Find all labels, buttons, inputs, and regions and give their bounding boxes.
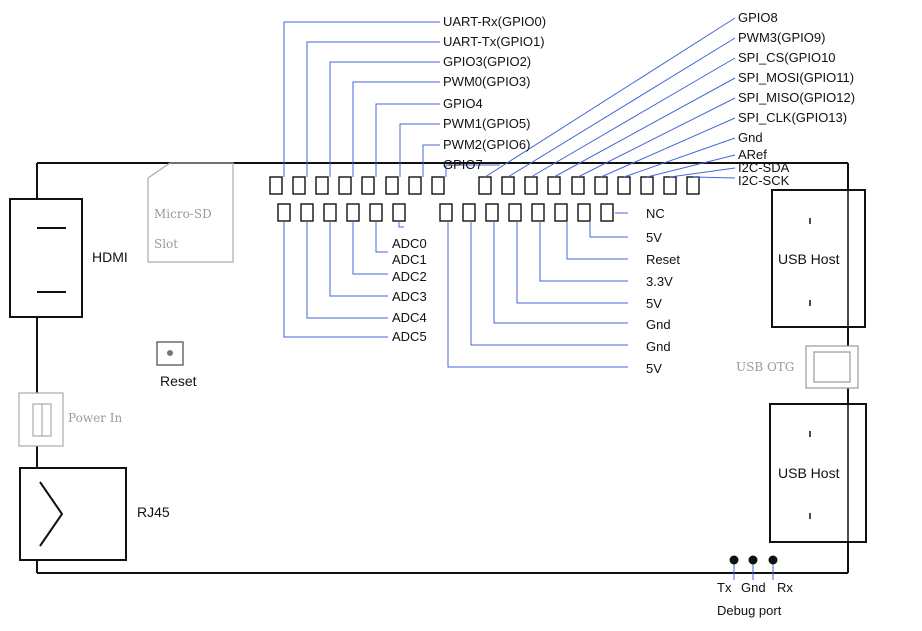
pin-label-gpio1: UART-Tx(GPIO1) <box>443 34 545 49</box>
debug-gnd-label: Gnd <box>741 580 766 595</box>
pin-label-adc4: ADC4 <box>392 310 427 325</box>
pin-label-gpio13: SPI_CLK(GPIO13) <box>738 110 848 125</box>
pin-label-reset: Reset <box>646 252 680 267</box>
rj45-connector <box>19 467 127 561</box>
hdmi-connector <box>9 198 83 318</box>
pin-label-gpio7: GPIO7 <box>443 157 483 172</box>
microsd-label-line1: Micro-SD <box>154 207 212 221</box>
pin-label-gpio3: PWM0(GPIO3) <box>443 74 531 89</box>
pin-label-adc1: ADC1 <box>392 252 427 267</box>
power-in-label: Power In <box>68 411 123 425</box>
pin-label-5v-a: 5V <box>646 230 662 245</box>
digital-header-left <box>269 176 445 195</box>
pin-label-adc2: ADC2 <box>392 269 427 284</box>
pin-label-3v3: 3.3V <box>646 274 673 289</box>
pin-label-gpio9: PWM3(GPIO9) <box>738 30 826 45</box>
usb-host-top-connector <box>771 189 866 328</box>
pin-label-adc5: ADC5 <box>392 329 427 344</box>
pin-label-i2c-sck: I2C-SCK <box>738 173 790 188</box>
pin-label-gpio6: PWM2(GPIO6) <box>443 137 531 152</box>
pin-label-adc3: ADC3 <box>392 289 427 304</box>
pin-label-gnd-a: Gnd <box>646 317 671 332</box>
pin-label-nc: NC <box>646 206 665 221</box>
analog-header <box>277 203 406 222</box>
pin-label-5v-b: 5V <box>646 296 662 311</box>
pin-label-gpio5: PWM1(GPIO5) <box>443 116 531 131</box>
pin-label-aref: ARef <box>738 147 767 162</box>
usb-otg-label: USB OTG <box>736 360 795 374</box>
pin-label-gpio0: UART-Rx(GPIO0) <box>443 14 547 29</box>
pin-label-gpio8: GPIO8 <box>738 10 778 25</box>
digital-header-right <box>478 176 700 195</box>
pin-label-gnd: Gnd <box>738 130 763 145</box>
reset-switch <box>156 341 184 366</box>
debug-tx-label: Tx <box>717 580 732 595</box>
pin-label-gnd-b: Gnd <box>646 339 671 354</box>
pin-label-i2c-sda: I2C-SDA <box>738 160 790 175</box>
usb-host-bottom-label: USB Host <box>778 465 840 481</box>
reset-label: Reset <box>160 373 197 389</box>
hdmi-label: HDMI <box>92 249 128 265</box>
rj45-label: RJ45 <box>137 504 170 520</box>
leader-lines <box>283 17 774 580</box>
pin-label-adc0: ADC0 <box>392 236 427 251</box>
debug-port-title: Debug port <box>717 603 782 618</box>
usb-host-bottom-connector <box>769 403 867 543</box>
power-in-connector <box>18 392 64 447</box>
usb-host-top-label: USB Host <box>778 251 840 267</box>
pin-label-gpio4: GPIO4 <box>443 96 483 111</box>
power-header <box>439 203 614 222</box>
usb-otg-connector <box>805 345 859 389</box>
pin-label-gpio12: SPI_MISO(GPIO12) <box>738 90 856 105</box>
microsd-slot <box>147 162 234 263</box>
pin-label-5v-c: 5V <box>646 361 662 376</box>
pin-label-gpio11: SPI_MOSI(GPIO11) <box>738 70 855 85</box>
pin-label-gpio2: GPIO3(GPIO2) <box>443 54 532 69</box>
pin-label-gpio10: SPI_CS(GPIO10 <box>738 50 836 65</box>
microsd-label-line2: Slot <box>154 237 179 251</box>
debug-rx-label: Rx <box>777 580 793 595</box>
debug-port-pins <box>729 555 778 565</box>
